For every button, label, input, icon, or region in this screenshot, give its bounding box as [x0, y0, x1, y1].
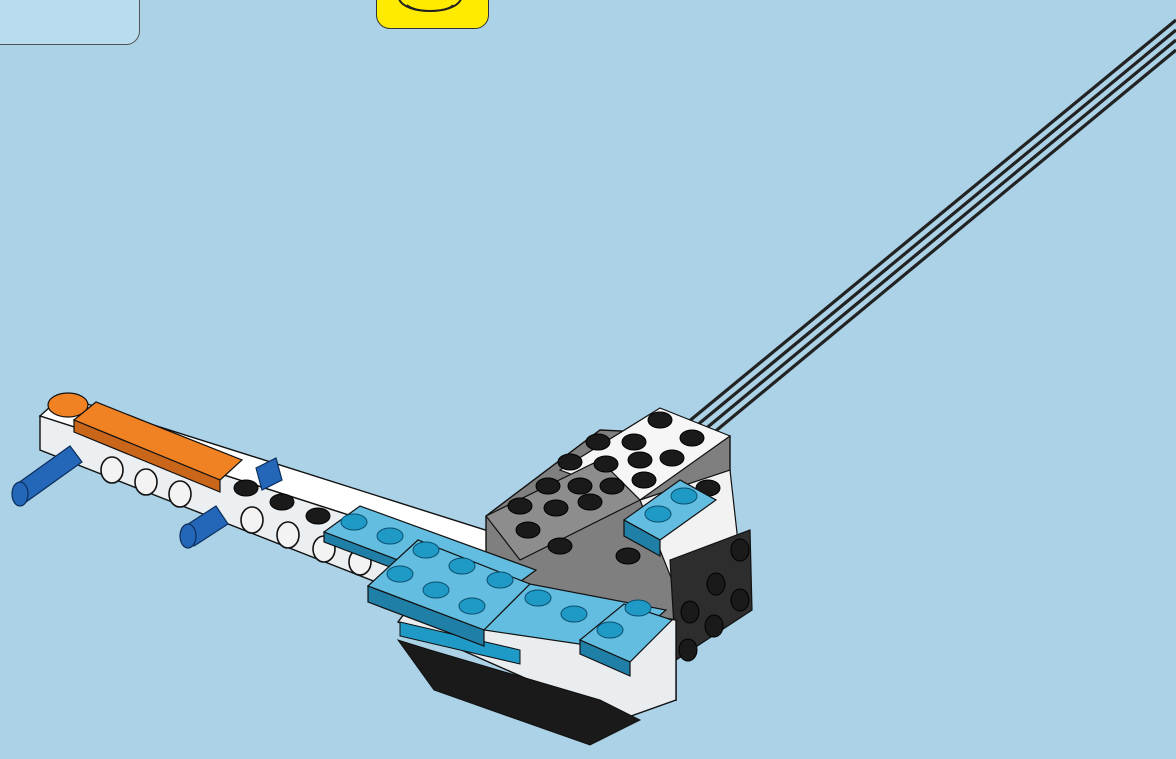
sensor-cable: [676, 20, 1176, 444]
